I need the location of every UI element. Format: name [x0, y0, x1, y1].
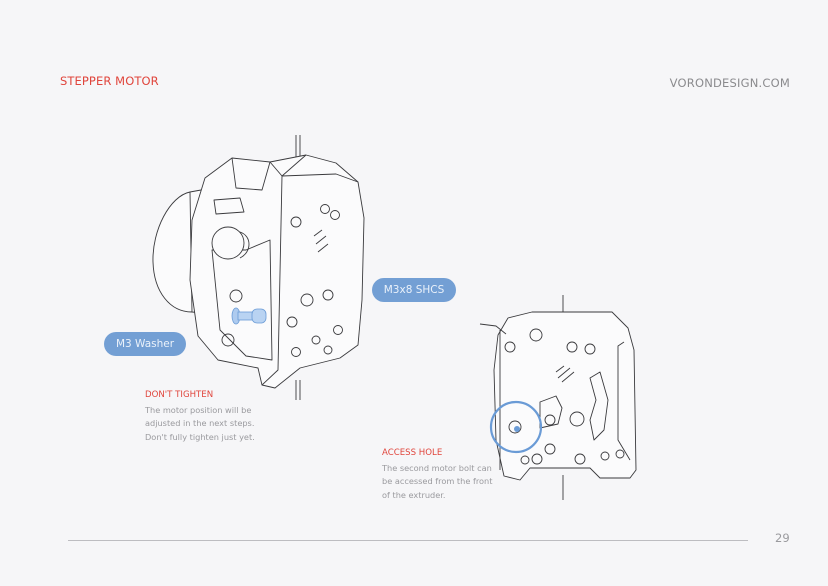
page-number: 29: [775, 531, 790, 545]
note-line: The motor position will be: [145, 404, 252, 415]
extruder-front-view-illustration: [479, 295, 637, 500]
m3-washer-callout: M3 Washer: [104, 332, 186, 356]
extruder-side-view-illustration: [152, 135, 365, 400]
note-line: be accessed from the front: [382, 476, 493, 486]
note-title: ACCESS HOLE: [382, 448, 443, 458]
footer-divider: [68, 540, 748, 541]
note-line: The second motor bolt can: [382, 462, 492, 473]
site-url: VORONDESIGN.COM: [669, 76, 790, 90]
note-line: Don't fully tighten just yet.: [145, 431, 255, 442]
access-hole-note: ACCESS HOLE The second motor bolt can be…: [382, 447, 492, 502]
access-hole-highlight: [489, 400, 543, 454]
m3-bolt-washer-highlight: [231, 307, 267, 325]
note-line: adjusted in the next steps.: [145, 418, 255, 428]
note-title: DON'T TIGHTEN: [145, 390, 214, 400]
m3x8-shcs-callout: M3x8 SHCS: [372, 278, 456, 302]
section-title: STEPPER MOTOR: [60, 74, 159, 88]
dont-tighten-note: DON'T TIGHTEN The motor position will be…: [145, 389, 255, 444]
note-line: of the extruder.: [382, 489, 446, 500]
